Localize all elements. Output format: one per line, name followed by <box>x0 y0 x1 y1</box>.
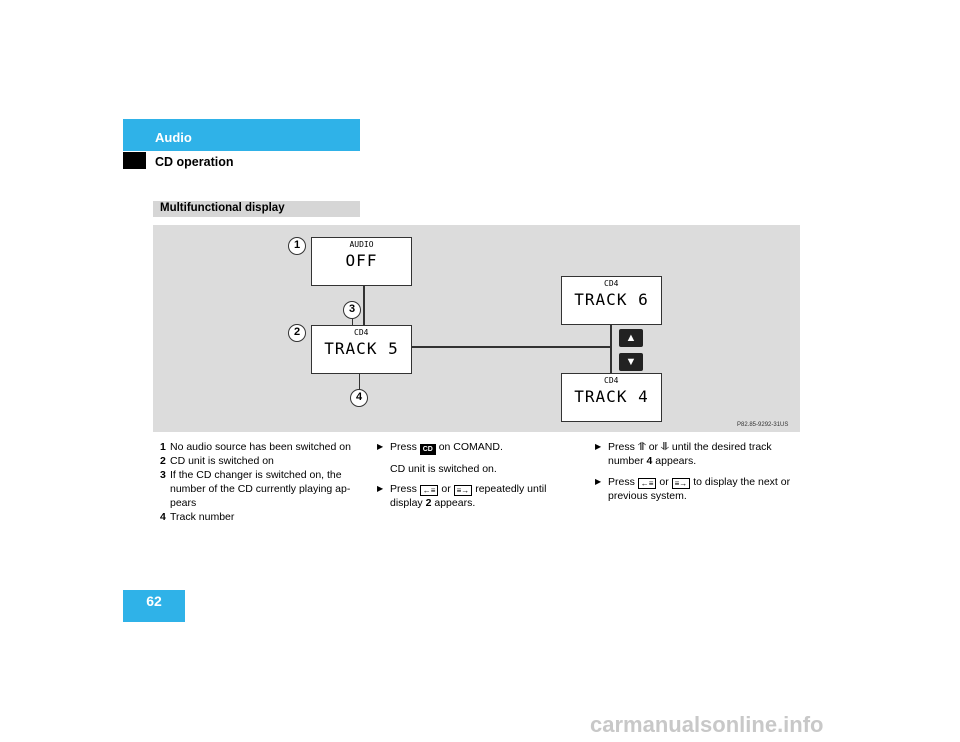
step-text: Press <box>608 476 635 488</box>
display-2-main: TRACK 5 <box>324 339 399 358</box>
display-3-main: TRACK 6 <box>574 290 649 309</box>
legend-text: No audio source has been switched on <box>170 441 351 453</box>
display-audio-off: AUDIO OFF <box>311 237 412 286</box>
page-tab <box>123 590 185 622</box>
down-key-icon: ⥥ <box>660 441 669 453</box>
callout-4: 4 <box>350 389 368 407</box>
display-4-main: TRACK 4 <box>574 387 649 406</box>
display-1-top: AUDIO <box>349 240 374 249</box>
section-title: Multifunctional display <box>160 202 285 214</box>
legend-item: 4 Track number <box>160 510 360 524</box>
watermark: carmanualsonline.info <box>590 712 824 737</box>
legend-num: 2 <box>160 455 166 467</box>
step-text: Press <box>390 483 417 495</box>
display-4-top: CD4 <box>604 376 619 385</box>
callout-2: 2 <box>288 324 306 342</box>
step-press-system-2: ▶ Press ←≡ or ≡→ to display the next or … <box>595 475 800 503</box>
next-system-icon: ≡→ <box>671 478 691 489</box>
step-text: appears. <box>434 497 476 509</box>
figure-code: P82.85-9292-31US <box>737 422 789 428</box>
page-number: 62 <box>146 593 162 609</box>
step-text: or <box>659 476 669 488</box>
bullet-arrow-icon: ▶ <box>377 442 384 451</box>
legend-item: 1 No audio source has been switched on <box>160 440 360 454</box>
step-text: on COMAND. <box>438 441 503 453</box>
bullet-arrow-icon: ▶ <box>595 442 602 451</box>
step-text: repeatedly until display <box>390 483 547 509</box>
legend-item: 2 CD unit is switched on <box>160 454 360 468</box>
step-text: to display the next or previous system. <box>608 476 791 502</box>
display-ref: 4 <box>646 455 653 467</box>
step-text: Press <box>608 441 635 453</box>
step-press-cd: ▶ Press CD on COMAND. <box>377 440 572 455</box>
legend-num: 3 <box>160 469 166 481</box>
cd-key-icon: CD <box>419 444 436 455</box>
section-bar <box>153 201 360 217</box>
step-press-system: ▶ Press ←≡ or ≡→ repeatedly until displa… <box>377 482 572 510</box>
callout-4-leader <box>359 373 360 389</box>
display-track-5: CD4 TRACK 5 <box>311 325 412 374</box>
previous-system-icon: ←≡ <box>637 478 657 489</box>
down-arrow-icon: ▼ <box>619 353 643 371</box>
header-title: Audio <box>155 130 192 145</box>
callout-3: 3 <box>343 301 361 319</box>
section-marker <box>123 152 146 169</box>
legend-text: CD unit is switched on <box>170 455 274 467</box>
display-ref: 2 <box>425 497 432 509</box>
connector-1-2 <box>363 286 365 326</box>
legend-num: 4 <box>160 511 166 523</box>
display-1-main: OFF <box>345 251 378 270</box>
instructions-column-3: ▶ Press ⥣ or ⥥ until the desired track n… <box>595 440 800 510</box>
sub-title: CD operation <box>155 155 234 169</box>
display-2-top: CD4 <box>354 328 369 337</box>
step-note: CD unit is switched on. <box>390 463 497 475</box>
bullet-arrow-icon: ▶ <box>595 477 602 486</box>
up-key-icon: ⥣ <box>637 441 646 453</box>
legend-item: 3 If the CD changer is switched on, the … <box>160 468 360 510</box>
display-track-4: CD4 TRACK 4 <box>561 373 662 422</box>
step-text: appears. <box>655 455 697 467</box>
legend-num: 1 <box>160 441 166 453</box>
step-press-arrows: ▶ Press ⥣ or ⥥ until the desired track n… <box>595 440 800 468</box>
previous-system-icon: ←≡ <box>419 485 439 496</box>
display-track-6: CD4 TRACK 6 <box>561 276 662 325</box>
step-text: Press <box>390 441 417 453</box>
instructions-column-2: ▶ Press CD on COMAND. CD unit is switche… <box>377 440 572 517</box>
callout-1: 1 <box>288 237 306 255</box>
connector-2-right <box>411 346 611 348</box>
connector-3-4 <box>610 325 612 373</box>
legend-text: If the CD changer is switched on, the nu… <box>170 469 351 509</box>
display-figure: AUDIO OFF CD4 TRACK 5 CD4 TRACK 6 CD4 TR… <box>153 225 800 432</box>
step-text: or <box>648 441 659 453</box>
callout-3-leader <box>352 319 353 327</box>
step-text: or <box>441 483 451 495</box>
header-bar <box>123 119 360 151</box>
legend-column: 1 No audio source has been switched on 2… <box>160 440 360 524</box>
up-arrow-icon: ▲ <box>619 329 643 347</box>
next-system-icon: ≡→ <box>453 485 473 496</box>
display-3-top: CD4 <box>604 279 619 288</box>
bullet-arrow-icon: ▶ <box>377 484 384 493</box>
legend-text: Track number <box>170 511 235 523</box>
step-text: until the desired track number <box>608 441 772 467</box>
